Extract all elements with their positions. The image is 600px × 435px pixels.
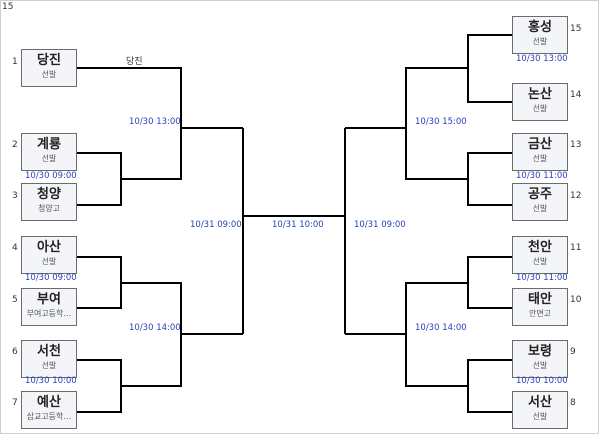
- seed-number: 9: [570, 347, 576, 357]
- team-name: 보령: [528, 344, 552, 359]
- team-subtitle: 선발: [41, 257, 57, 266]
- match-time: 10/30 09:00: [25, 273, 77, 283]
- seed-number: 14: [570, 90, 582, 100]
- team-name: 서산: [528, 395, 552, 410]
- team-subtitle: 선발: [532, 204, 548, 213]
- seed-number: 4: [12, 243, 18, 253]
- seed-number: 7: [12, 398, 18, 408]
- bracket-line: [405, 67, 468, 180]
- team-box[interactable]: 아산 선발: [21, 236, 77, 274]
- team-name: 부여: [37, 292, 61, 307]
- team-name: 금산: [528, 137, 552, 152]
- bracket-line: [467, 256, 512, 309]
- team-box[interactable]: 태안 안면고: [512, 288, 568, 326]
- team-subtitle: 선발: [532, 361, 548, 370]
- bracket-line: [76, 67, 182, 128]
- bracket-line: [121, 282, 182, 387]
- team-box[interactable]: 서산 선발: [512, 391, 568, 429]
- team-box[interactable]: 논산 선발: [512, 83, 568, 121]
- team-box[interactable]: 보령 선발: [512, 340, 568, 378]
- team-box[interactable]: 홍성 선발: [512, 16, 568, 54]
- team-subtitle: 선발: [41, 70, 57, 79]
- match-time: 10/30 14:00: [415, 323, 467, 333]
- team-name: 아산: [37, 240, 61, 255]
- seed-number: 2: [12, 140, 18, 150]
- bracket-line: [76, 152, 122, 206]
- team-subtitle: 선발: [532, 154, 548, 163]
- match-time: 10/31 09:00: [190, 220, 242, 230]
- team-subtitle: 부여고등학…: [26, 309, 72, 318]
- team-box[interactable]: 부여 부여고등학…: [21, 288, 77, 326]
- team-name: 태안: [528, 292, 552, 307]
- seed-number: 3: [12, 191, 18, 201]
- match-time: 10/30 13:00: [129, 117, 181, 127]
- bracket-line: [405, 282, 468, 387]
- team-subtitle: 선발: [532, 412, 548, 421]
- team-subtitle: 청양고: [37, 204, 61, 213]
- seed-number: 1: [12, 57, 18, 67]
- bracket-line: [76, 256, 122, 309]
- match-time: 10/30 11:00: [516, 273, 568, 283]
- seed-number: 13: [570, 140, 582, 150]
- team-box[interactable]: 서천 선발: [21, 340, 77, 378]
- team-name: 공주: [528, 187, 552, 202]
- match-time: 10/30 13:00: [516, 54, 568, 64]
- match-time: 10/30 11:00: [516, 171, 568, 181]
- team-subtitle: 선발: [532, 257, 548, 266]
- team-name: 예산: [37, 395, 61, 410]
- seed-number: 11: [570, 243, 582, 253]
- team-box[interactable]: 계룡 선발: [21, 133, 77, 171]
- team-name: 당진: [37, 53, 61, 68]
- team-name: 홍성: [528, 20, 552, 35]
- bracket-line: [121, 128, 182, 180]
- bracket-line: [467, 34, 512, 103]
- team-name: 서천: [37, 344, 61, 359]
- team-subtitle: 선발: [532, 104, 548, 113]
- team-box[interactable]: 청양 청양고: [21, 183, 77, 221]
- match-time: 10/30 14:00: [129, 323, 181, 333]
- advanced-team-label: 당진: [126, 57, 143, 67]
- team-subtitle: 선발: [41, 154, 57, 163]
- match-time: 10/31 09:00: [354, 220, 406, 230]
- seed-number: 15: [570, 24, 582, 34]
- seed-number: 10: [570, 295, 582, 305]
- match-time: 10/30 09:00: [25, 171, 77, 181]
- team-box[interactable]: 당진 선발: [21, 49, 77, 87]
- bracket-line: [76, 359, 122, 413]
- team-name: 천안: [528, 240, 552, 255]
- page-number: 15: [2, 2, 14, 12]
- team-box[interactable]: 예산 삽교고등학…: [21, 391, 77, 429]
- team-name: 계룡: [37, 137, 61, 152]
- match-time: 10/30 10:00: [516, 376, 568, 386]
- seed-number: 5: [12, 295, 18, 305]
- seed-number: 6: [12, 347, 18, 357]
- match-time: 10/31 10:00: [272, 220, 324, 230]
- match-time: 10/30 10:00: [25, 376, 77, 386]
- team-name: 청양: [37, 187, 61, 202]
- match-time: 10/30 15:00: [415, 117, 467, 127]
- seed-number: 12: [570, 191, 582, 201]
- bracket-line: [467, 152, 512, 206]
- team-subtitle: 삽교고등학…: [26, 412, 72, 421]
- team-subtitle: 선발: [532, 37, 548, 46]
- seed-number: 8: [570, 398, 576, 408]
- team-name: 논산: [528, 87, 552, 102]
- bracket-line: [467, 359, 512, 413]
- team-box[interactable]: 천안 선발: [512, 236, 568, 274]
- team-subtitle: 선발: [41, 361, 57, 370]
- team-box[interactable]: 금산 선발: [512, 133, 568, 171]
- team-subtitle: 안면고: [528, 309, 552, 318]
- team-box[interactable]: 공주 선발: [512, 183, 568, 221]
